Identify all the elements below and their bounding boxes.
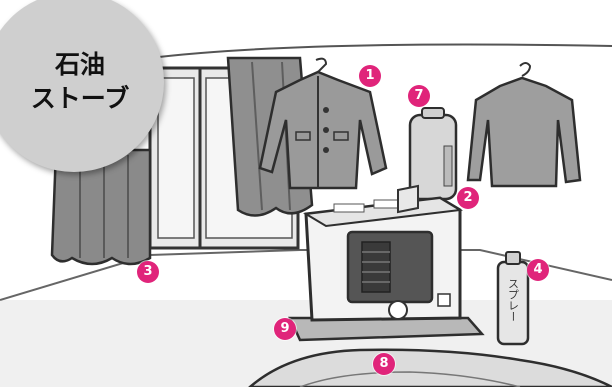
marker-1: 1 [359, 65, 381, 87]
spray-can: スプレー [498, 252, 528, 344]
spray-can-label: スプレー [507, 278, 520, 322]
marker-3: 3 [137, 261, 159, 283]
marker-7: 7 [408, 85, 430, 107]
marker-4: 4 [527, 259, 549, 281]
marker-9: 9 [274, 318, 296, 340]
marker-8: 8 [373, 353, 395, 375]
title-heading: 石油 ストーブ [20, 48, 140, 116]
title-line-1: 石油 [20, 48, 140, 82]
title-line-2: ストーブ [20, 82, 140, 116]
marker-2: 2 [457, 187, 479, 209]
